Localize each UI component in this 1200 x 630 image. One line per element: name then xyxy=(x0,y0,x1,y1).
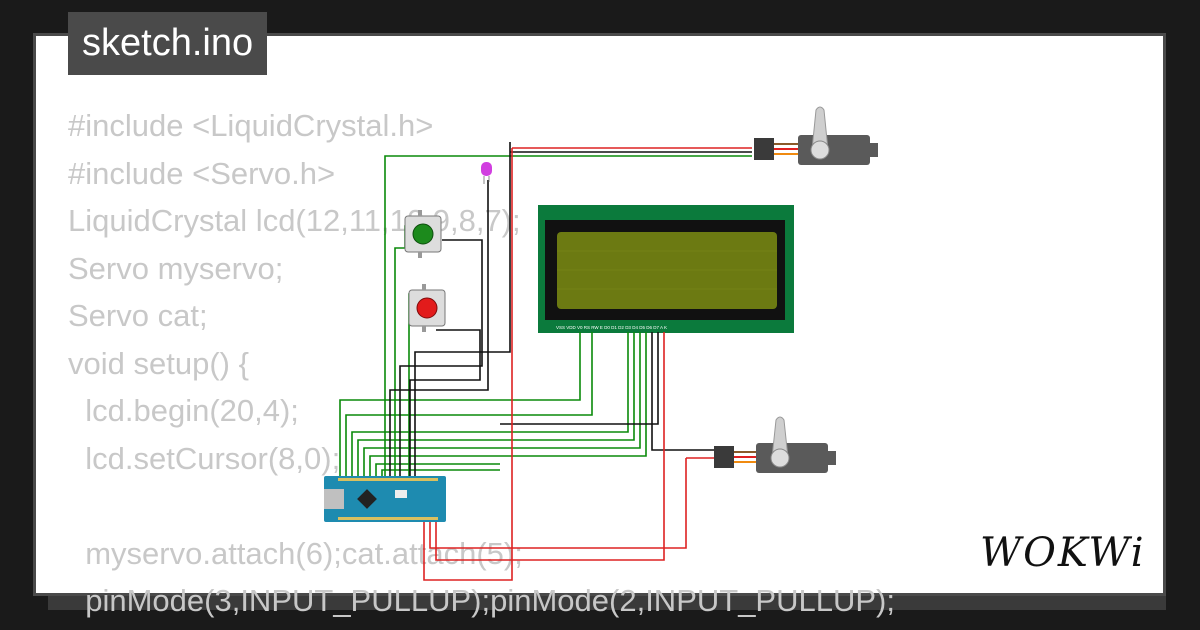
servo-motor-icon[interactable] xyxy=(754,106,878,165)
arduino-nano-icon[interactable] xyxy=(324,476,446,522)
file-title: sketch.ino xyxy=(82,22,254,64)
code-line: void setup() { xyxy=(68,345,249,381)
lcd-2004-icon[interactable]: VSS VDD V0 RS RW E D0 D1 D2 D3 D4 D5 D6 … xyxy=(538,205,794,333)
red-wires xyxy=(423,147,752,581)
brand-text: WOKWi xyxy=(980,530,1146,576)
lcd-pin-labels: VSS VDD V0 RS RW E D0 D1 D2 D3 D4 D5 D6 … xyxy=(556,325,667,330)
servo-motor-icon[interactable] xyxy=(714,416,836,473)
green-pushbutton-icon[interactable] xyxy=(404,210,442,258)
green-wires xyxy=(339,155,752,478)
wokwi-logo: WOKWi xyxy=(980,530,1146,576)
red-pushbutton-icon[interactable] xyxy=(408,284,446,332)
card-shadow xyxy=(48,596,1166,610)
black-wires xyxy=(389,142,752,478)
code-line: lcd.setCursor(8,0); xyxy=(68,440,341,476)
code-line: lcd.begin(20,4); xyxy=(68,393,299,428)
code-line: LiquidCrystal lcd(12,11,10,9,8,7); xyxy=(68,203,521,238)
file-title-tab: sketch.ino xyxy=(68,12,268,75)
code-line: #include <LiquidCrystal.h> xyxy=(68,108,434,143)
code-line: Servo myservo; xyxy=(68,250,284,286)
code-line: myservo.attach(6);cat.attach(5); xyxy=(68,535,523,571)
code-preview: #include <LiquidCrystal.h> #include <Serv… xyxy=(68,102,895,625)
code-line: pinMode(3,INPUT_PULLUP);pinMode(2,INPUT_… xyxy=(68,583,895,618)
code-line: Servo cat; xyxy=(68,298,208,333)
led-icon[interactable] xyxy=(481,162,492,184)
code-line: #include <Servo.h> xyxy=(68,155,336,191)
